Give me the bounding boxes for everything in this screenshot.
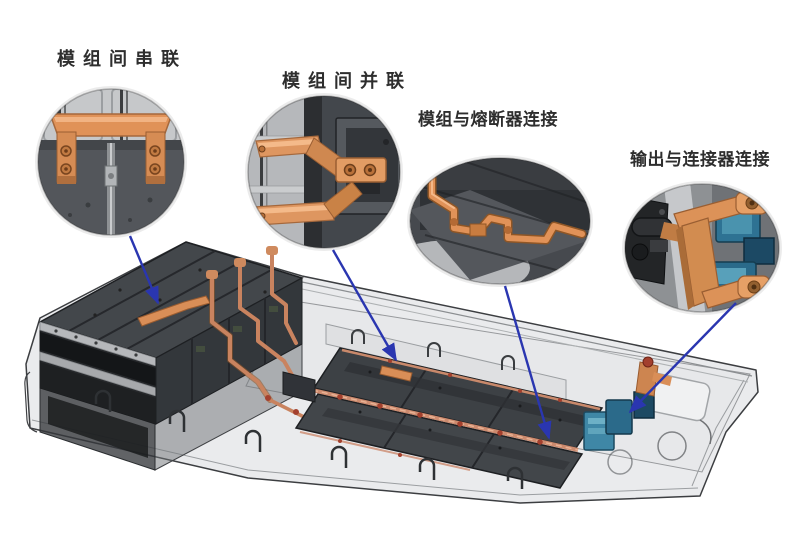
arrow-series: [128, 235, 160, 305]
callout-label-parallel: 模组间并联: [282, 71, 412, 91]
fuse-busbar-zigzag: [429, 158, 585, 243]
inset-parallel-connection: [245, 93, 403, 251]
callout-label-output: 输出与连接器连接: [630, 150, 770, 169]
front-apron-hooks: [94, 389, 524, 489]
battery-pack-illustration: [24, 241, 759, 504]
inset-fuse-connection: [407, 155, 593, 287]
arrow-parallel: [331, 249, 398, 362]
bdu-teal-box-2: [605, 399, 633, 435]
callout-label-series: 模组间串联: [57, 49, 187, 69]
flat-module-rows: [294, 347, 604, 489]
busbar-snake: [206, 246, 321, 427]
inset-series-connection: [35, 86, 187, 238]
pack-left-corner: [24, 371, 38, 433]
arrow-fuse: [503, 285, 552, 440]
callout-label-fuse: 模组与熔断器连接: [418, 110, 558, 129]
fuse-block: [469, 223, 487, 237]
inset-output-connector: [622, 181, 782, 315]
arrow-output: [628, 302, 737, 414]
right-end-components: [282, 356, 712, 475]
parallel-busbar-on-pack: [379, 365, 413, 382]
pack-right-edge: [691, 379, 745, 487]
